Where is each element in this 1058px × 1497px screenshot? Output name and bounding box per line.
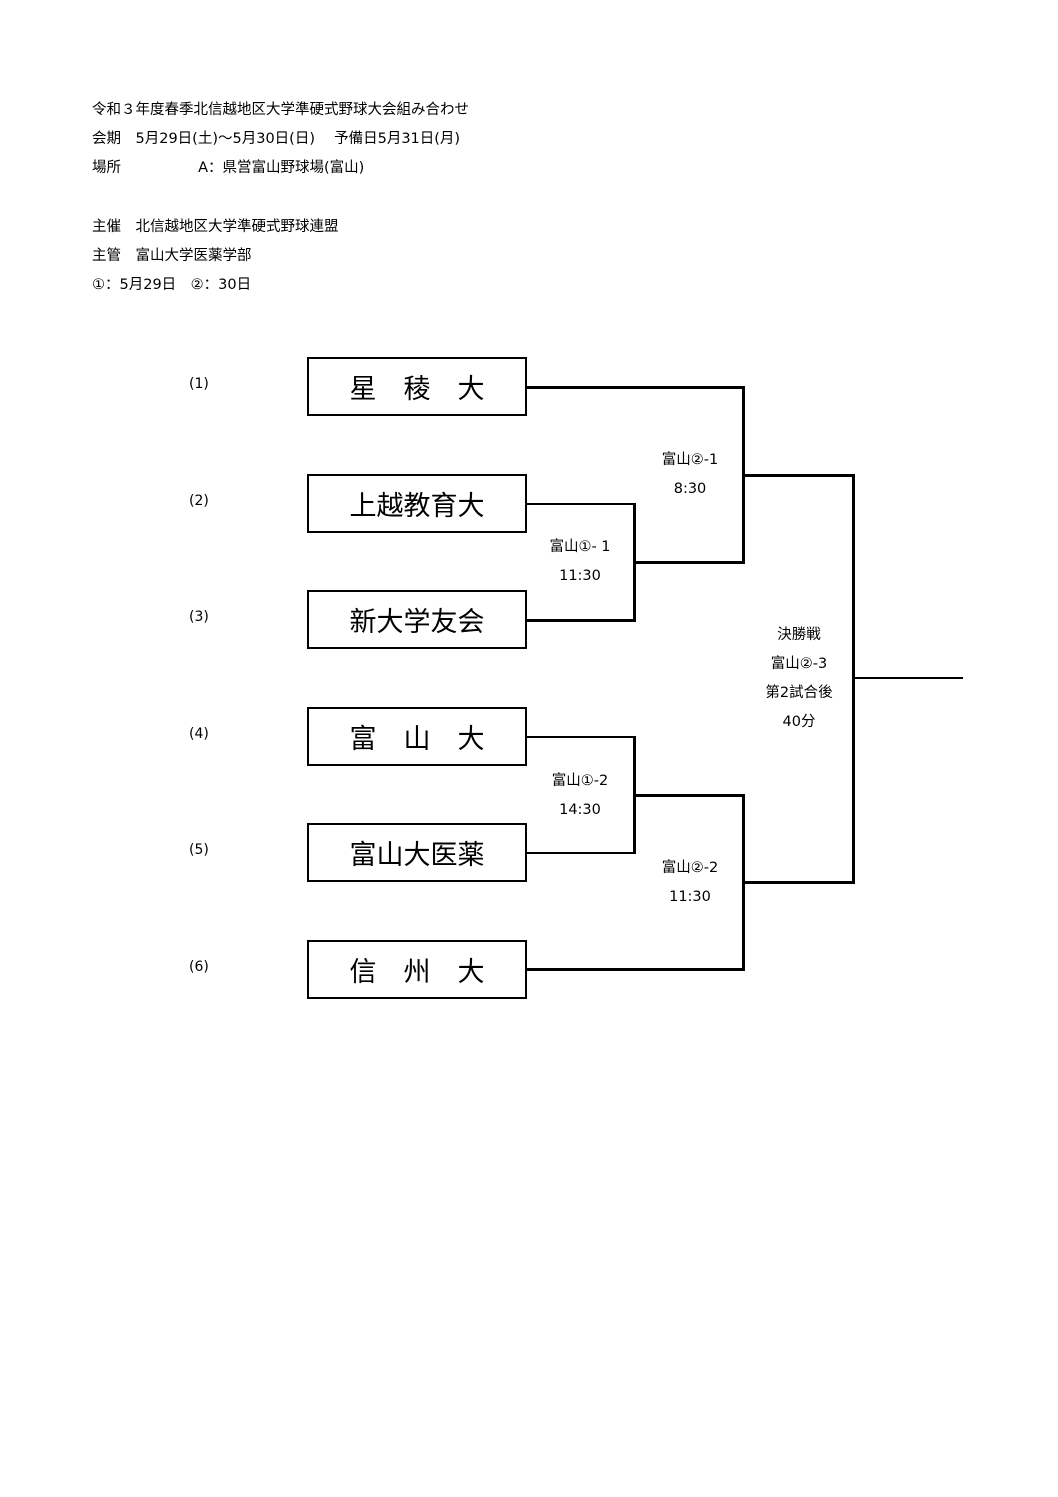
game-label-g2: 富山①‐2 14:30 <box>520 767 640 825</box>
bracket-line <box>633 561 745 564</box>
bracket-line <box>526 386 745 389</box>
game-time: 第2試合後 <box>765 685 833 701</box>
header-venue: 場所 A：県営富山野球場(富山) <box>92 160 365 176</box>
game-code: 富山①- 1 <box>549 539 611 555</box>
bracket-line <box>742 881 855 884</box>
bracket-line <box>526 619 636 622</box>
bracket-line <box>526 852 636 854</box>
bracket-line <box>855 677 963 679</box>
game-code: 富山②-2 <box>661 860 719 876</box>
final-title: 決勝戦 <box>777 627 821 643</box>
seed-2: (2) <box>189 493 209 509</box>
game-code: 富山②-1 <box>661 452 719 468</box>
bracket-line <box>526 968 745 971</box>
header-organizer: 主催 北信越地区大学準硬式野球連盟 <box>92 219 339 235</box>
seed-1: (1) <box>189 376 209 392</box>
game-label-g3: 富山②-1 8:30 <box>630 446 750 504</box>
game-offset: 40分 <box>782 714 816 730</box>
game-time: 8:30 <box>673 481 707 497</box>
game-time: 14:30 <box>559 802 601 818</box>
header-host: 主管 富山大学医薬学部 <box>92 248 252 264</box>
header-days: ①：5月29日 ②：30日 <box>92 277 252 293</box>
game-time: 11:30 <box>669 889 711 905</box>
team-box-6: 信 州 大 <box>307 940 527 999</box>
bracket-line <box>526 503 636 505</box>
bracket-line <box>852 474 855 884</box>
seed-5: (5) <box>189 842 209 858</box>
seed-6: (6) <box>189 959 209 975</box>
team-box-5: 富山大医薬 <box>307 823 527 882</box>
team-box-2: 上越教育大 <box>307 474 527 533</box>
game-label-g4: 富山②-2 11:30 <box>630 854 750 912</box>
bracket-line <box>742 474 855 477</box>
seed-3: (3) <box>189 609 209 625</box>
team-box-4: 富 山 大 <box>307 707 527 766</box>
header-title: 令和３年度春季北信越地区大学準硬式野球大会組み合わせ <box>92 102 469 118</box>
header-period: 会期 5月29日(土)～5月30日(日) 予備日5月31日(月) <box>92 131 461 147</box>
team-box-3: 新大学友会 <box>307 590 527 649</box>
bracket-line <box>633 794 745 797</box>
game-label-final: 決勝戦 富山②-3 第2試合後 40分 <box>739 621 859 737</box>
seed-4: (4) <box>189 726 209 742</box>
game-time: 11:30 <box>559 568 601 584</box>
game-code: 富山②-3 <box>770 656 828 672</box>
game-code: 富山①‐2 <box>551 773 609 789</box>
bracket-line <box>526 736 636 738</box>
team-box-1: 星 稜 大 <box>307 357 527 416</box>
game-label-g1: 富山①- 1 11:30 <box>520 533 640 591</box>
